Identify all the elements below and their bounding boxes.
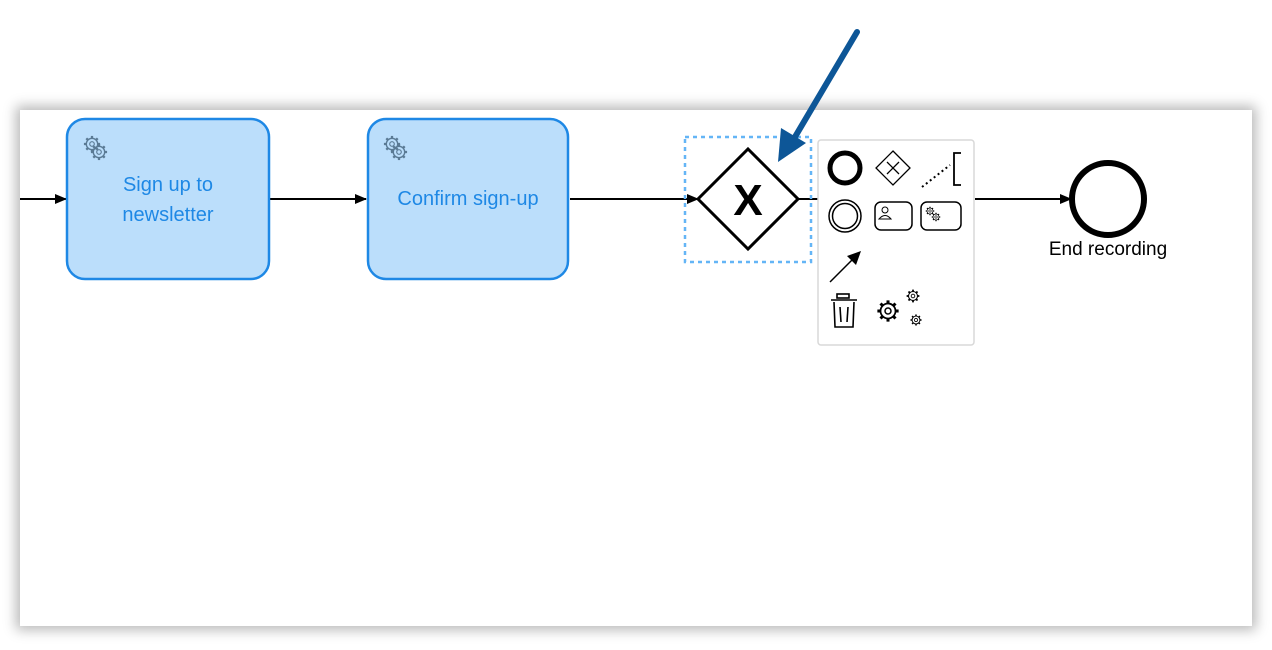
task-label-line-1: Sign up to xyxy=(123,174,213,196)
append-intermediate-event-icon[interactable] xyxy=(828,199,862,233)
end-event-label: End recording xyxy=(1049,239,1167,260)
append-service-task-icon[interactable] xyxy=(920,201,962,231)
append-end-event-icon[interactable] xyxy=(827,150,863,186)
context-pad xyxy=(817,139,975,346)
append-user-task-icon[interactable] xyxy=(874,201,913,231)
task-label: Confirm sign-up xyxy=(397,188,538,210)
append-gateway-icon[interactable] xyxy=(875,150,911,186)
callout-arrow xyxy=(778,29,860,162)
append-text-annotation-icon[interactable] xyxy=(921,152,961,188)
service-task-confirm[interactable]: Confirm sign-up xyxy=(366,117,570,281)
end-event[interactable]: End recording xyxy=(1049,160,1167,260)
task-label-line-2: newsletter xyxy=(122,204,213,226)
service-task-sign-up[interactable]: Sign up to newsletter xyxy=(65,117,271,281)
exclusive-gateway[interactable]: X xyxy=(695,146,801,252)
connect-icon[interactable] xyxy=(829,251,861,283)
gateway-marker: X xyxy=(733,176,762,225)
gateway-selection-outline xyxy=(683,135,813,264)
delete-icon[interactable] xyxy=(831,293,857,328)
